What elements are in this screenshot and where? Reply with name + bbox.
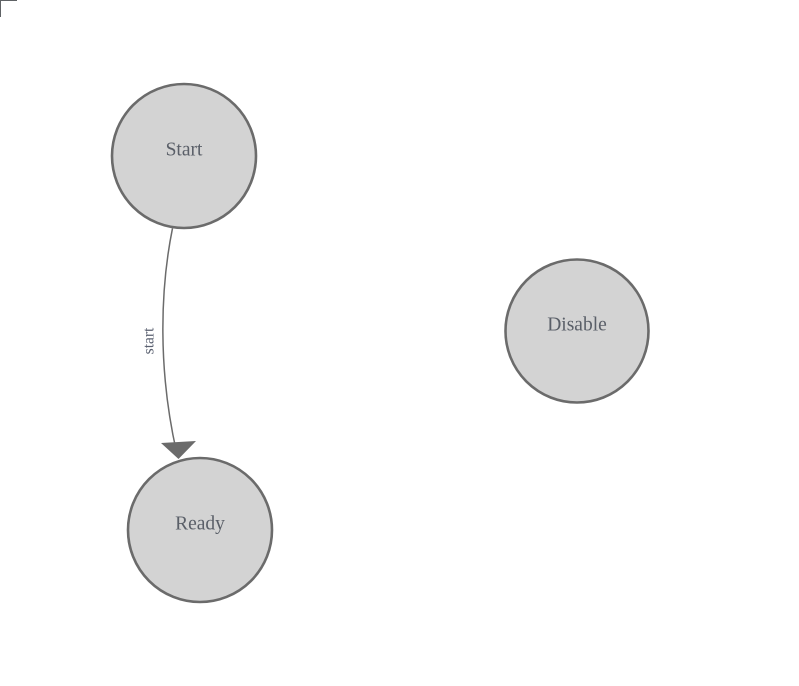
arrowhead-icon [161,441,196,459]
node-disable[interactable]: Disable [504,258,650,404]
node-ready-circle[interactable] [126,456,274,604]
node-ready-label: Ready [175,513,225,534]
node-disable-circle[interactable] [504,258,650,404]
edge-start-to-ready[interactable]: start [141,228,196,459]
edge-label-start: start [141,327,158,354]
node-start-circle[interactable] [110,82,258,230]
node-ready[interactable]: Ready [126,456,274,604]
node-disable-label: Disable [547,314,607,335]
edge-line [162,228,178,453]
node-start-label: Start [166,139,203,160]
node-start[interactable]: Start [110,82,258,230]
